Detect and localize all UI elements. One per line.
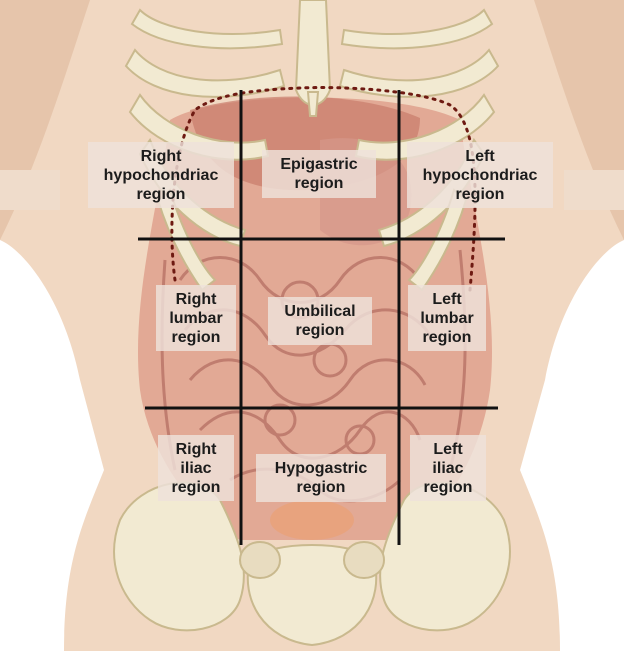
- label-right-lumbar-line-2: lumbar: [169, 309, 222, 328]
- label-epigastric: Epigastric region: [262, 150, 376, 198]
- label-right-hypochondriac-line-1: Right: [141, 147, 182, 166]
- label-right-lumbar-line-1: Right: [176, 290, 217, 309]
- label-left-lumbar-line-2: lumbar: [420, 309, 473, 328]
- label-left-hypochondriac-line-2: hypochondriac: [423, 166, 538, 185]
- label-left-lumbar-line-3: region: [423, 328, 472, 347]
- label-left-iliac-line-1: Left: [433, 440, 462, 459]
- label-left-lumbar-line-1: Left: [432, 290, 461, 309]
- label-hypogastric: Hypogastric region: [256, 454, 386, 502]
- label-right-iliac: Right iliac region: [158, 435, 234, 501]
- label-epigastric-line-1: Epigastric: [280, 155, 357, 174]
- label-right-hypochondriac: Right hypochondriac region: [88, 142, 234, 208]
- label-left-iliac: Left iliac region: [410, 435, 486, 501]
- label-umbilical-line-2: region: [296, 321, 345, 340]
- label-umbilical: Umbilical region: [268, 297, 372, 345]
- label-right-iliac-line-1: Right: [176, 440, 217, 459]
- label-right-hypochondriac-line-2: hypochondriac: [104, 166, 219, 185]
- label-left-hypochondriac-line-1: Left: [465, 147, 494, 166]
- bladder: [270, 500, 354, 540]
- label-right-iliac-line-3: region: [172, 478, 221, 497]
- label-right-lumbar-line-3: region: [172, 328, 221, 347]
- label-left-hypochondriac: Left hypochondriac region: [407, 142, 553, 208]
- label-right-hypochondriac-line-3: region: [137, 185, 186, 204]
- label-umbilical-line-1: Umbilical: [284, 302, 355, 321]
- label-right-lumbar: Right lumbar region: [156, 285, 236, 351]
- label-hypogastric-line-2: region: [297, 478, 346, 497]
- label-left-iliac-line-3: region: [424, 478, 473, 497]
- label-epigastric-line-2: region: [295, 174, 344, 193]
- label-right-iliac-line-2: iliac: [180, 459, 211, 478]
- label-left-hypochondriac-line-3: region: [456, 185, 505, 204]
- label-left-lumbar: Left lumbar region: [408, 285, 486, 351]
- label-hypogastric-line-1: Hypogastric: [275, 459, 367, 478]
- label-left-iliac-line-2: iliac: [432, 459, 463, 478]
